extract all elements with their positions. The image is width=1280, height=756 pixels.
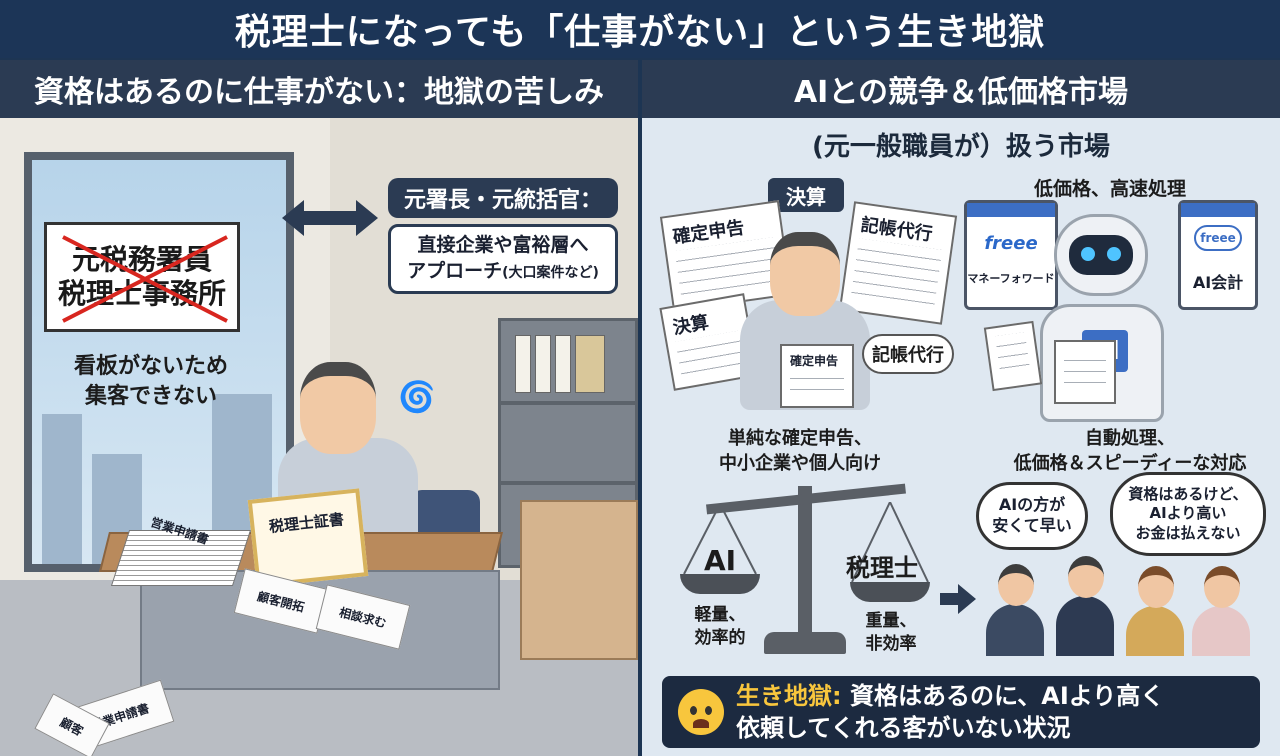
doc-kakutei-small: 確定申告 [780, 344, 854, 408]
file-cabinet [520, 500, 638, 660]
accountant-head [770, 232, 840, 316]
robot-title: 低価格、高速処理 [1033, 178, 1186, 200]
scale-pole [798, 486, 812, 646]
sign-line-1: 元税務署員 [71, 243, 212, 277]
tag-kessan-top: 決算 [768, 178, 844, 212]
scale-caption-ai: 軽量、 効率的 [694, 605, 746, 648]
customer-4 [1192, 566, 1250, 656]
footer-summary: 生き地獄: 資格はあるのに、AIより高く 依頼してくれる客がいない状況 [662, 676, 1260, 748]
anxious-face-icon [678, 689, 724, 735]
footer-text-1: 資格はあるのに、AIより高く [849, 681, 1165, 710]
customer-2 [1056, 556, 1114, 656]
office-sign: 元税務署員 税理士事務所 [44, 222, 240, 332]
app-window-ai-kaikei: freee AI会計 [1178, 200, 1258, 310]
speech-bubble-ai-cheaper: AIの方が 安くて早い [976, 482, 1088, 550]
footer-highlight: 生き地獄: [736, 681, 842, 710]
scale-pan-ai [680, 574, 760, 594]
footer-text-2: 依頼してくれる客がいない状況 [736, 714, 1071, 742]
scale-caption-zeirishi: 重量、 非効率 [865, 611, 917, 654]
callout-body: 直接企業や富裕層へ アプローチ(大口案件など) [388, 224, 618, 294]
customer-3 [1126, 566, 1184, 656]
robot-doc-center [1054, 340, 1116, 404]
doc-kicho-daiko: 記帳代行 [838, 201, 958, 325]
scale-strings [683, 502, 929, 582]
page-title: 税理士になっても「仕事がない」という生き地獄 [234, 12, 1046, 53]
title-bar: 税理士になっても「仕事がない」という生き地獄 [0, 0, 1280, 58]
scale-pan-zeirishi [850, 582, 930, 602]
robot-doc-left [983, 320, 1043, 392]
cross-out-icon [62, 235, 228, 323]
speech-bubble-too-expensive: 資格はあるけど、 AIより高い お金は払えない [1110, 472, 1266, 556]
market-subtitle: (元一般職員が）扱う市場 [812, 132, 1110, 162]
man-head [300, 362, 376, 454]
callout-heading: 元署長・元統括官： [388, 178, 618, 218]
tag-kicho-daiko: 記帳代行 [862, 334, 954, 374]
sign-caption: 看板がないため 集客できない [73, 354, 228, 409]
right-market-caption: 自動処理、 低価格＆スピーディーな対応 [1013, 428, 1247, 475]
robot-head [1054, 214, 1148, 296]
double-arrow-icon [282, 200, 378, 236]
right-panel-heading: AIとの競争＆低価格市場 [642, 60, 1280, 118]
customer-1 [986, 564, 1044, 656]
app-window-moneyforward: freee マネーフォワード [964, 200, 1058, 310]
right-arrow-icon [940, 584, 976, 614]
scale-label-zeirishi: 税理士 [846, 554, 918, 582]
left-panel-heading: 資格はあるのに仕事がない：地獄の苦しみ [0, 60, 638, 118]
customer-group [986, 556, 1254, 656]
scale-base [764, 632, 846, 654]
scale-label-ai: AI [704, 544, 737, 577]
worry-scribble-icon: 🌀 [398, 380, 436, 415]
left-market-caption: 単純な確定申告、 中小企業や個人向け [719, 428, 881, 475]
